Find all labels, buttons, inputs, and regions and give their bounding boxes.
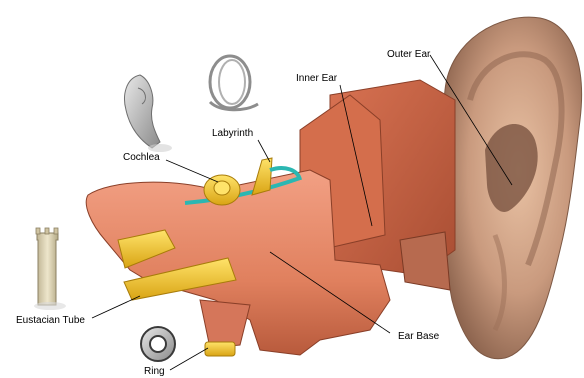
cochlea-model-icon: [125, 75, 172, 152]
labyrinth-model-icon: [210, 56, 258, 110]
cochlea-shape: [204, 175, 240, 205]
outer-ear-shape: [441, 17, 581, 358]
label-ear-base: Ear Base: [398, 331, 439, 343]
leader-labyrinth: [258, 140, 270, 162]
label-cochlea: Cochlea: [123, 152, 160, 164]
leader-eustacian-tube: [92, 296, 140, 318]
label-eustacian-tube: Eustacian Tube: [16, 315, 85, 327]
eustacian-tube-model-icon: [34, 228, 66, 310]
ring-model-icon: [141, 327, 175, 361]
label-ring: Ring: [144, 366, 165, 378]
label-inner-ear: Inner Ear: [296, 73, 337, 85]
ring-on-model: [205, 342, 235, 356]
leader-cochlea: [166, 160, 218, 182]
label-labyrinth: Labyrinth: [212, 128, 253, 140]
label-outer-ear: Outer Ear: [387, 49, 430, 61]
leader-ring: [170, 348, 208, 370]
